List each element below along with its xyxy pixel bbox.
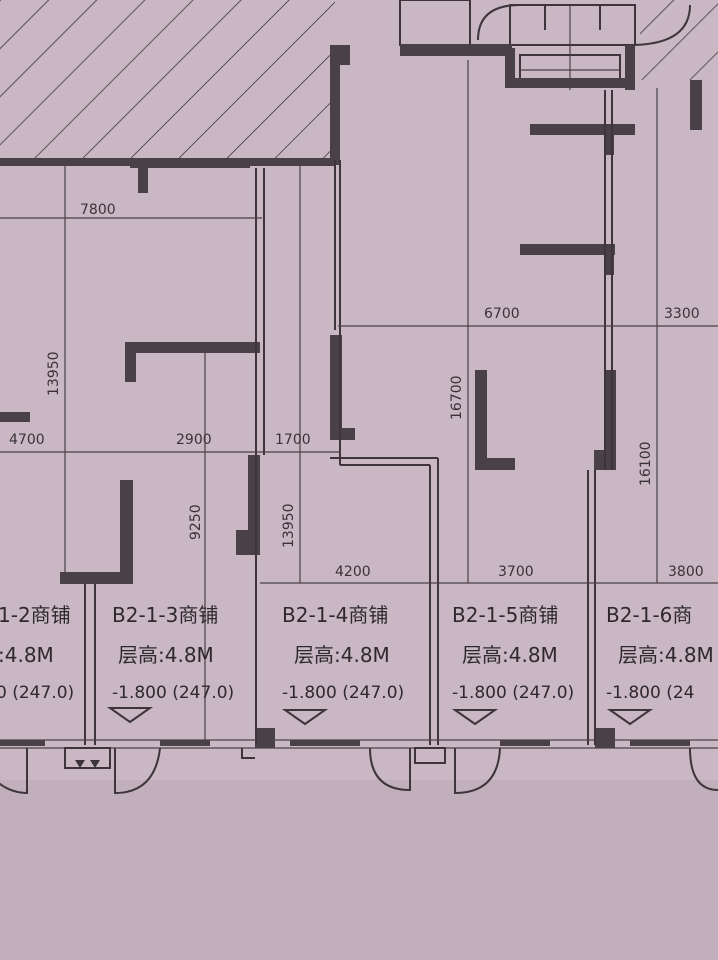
unit-height-1: :4.8M	[0, 643, 54, 667]
stair-core	[399, 0, 691, 90]
dim-13950-mid: 13950	[281, 503, 297, 548]
dim-7800: 7800	[80, 202, 116, 218]
unit-name-1: 1-2商铺	[0, 603, 71, 627]
dim-1700: 1700	[275, 432, 311, 448]
dim-4200: 4200	[335, 564, 371, 580]
dim-2900: 2900	[176, 432, 212, 448]
partition-lines	[0, 90, 718, 749]
unit-height-4: 层高:4.8M	[462, 643, 558, 667]
unit-level-3: -1.800 (247.0)	[282, 683, 404, 703]
dim-16700: 16700	[449, 375, 465, 420]
paper-shadow-bottom	[0, 780, 718, 960]
unit-level-2: -1.800 (247.0)	[112, 683, 234, 703]
unit-height-3: 层高:4.8M	[294, 643, 390, 667]
dimension-lines	[0, 60, 718, 745]
level-markers	[106, 707, 654, 726]
unit-name-4: B2-1-5商铺	[452, 603, 558, 627]
dim-16100: 16100	[638, 441, 654, 486]
doors	[0, 747, 718, 795]
unit-name-2: B2-1-3商铺	[112, 603, 218, 627]
dim-4700: 4700	[9, 432, 45, 448]
dim-3300: 3300	[664, 306, 700, 322]
unit-level-4: -1.800 (247.0)	[452, 683, 574, 703]
unit-level-1: 0 (247.0)	[0, 683, 74, 703]
hatched-area	[0, 0, 335, 160]
unit-name-3: B2-1-4商铺	[282, 603, 388, 627]
dim-3800: 3800	[668, 564, 704, 580]
unit-height-5: 层高:4.8M	[618, 643, 714, 667]
dim-3700: 3700	[498, 564, 534, 580]
hatched-area-right	[640, 0, 718, 80]
unit-height-2: 层高:4.8M	[118, 643, 214, 667]
unit-level-5: -1.800 (24	[606, 683, 694, 703]
unit-name-5: B2-1-6商	[606, 603, 692, 627]
dim-9250: 9250	[188, 504, 204, 540]
dim-13950-left: 13950	[46, 351, 62, 396]
dim-6700: 6700	[484, 306, 520, 322]
